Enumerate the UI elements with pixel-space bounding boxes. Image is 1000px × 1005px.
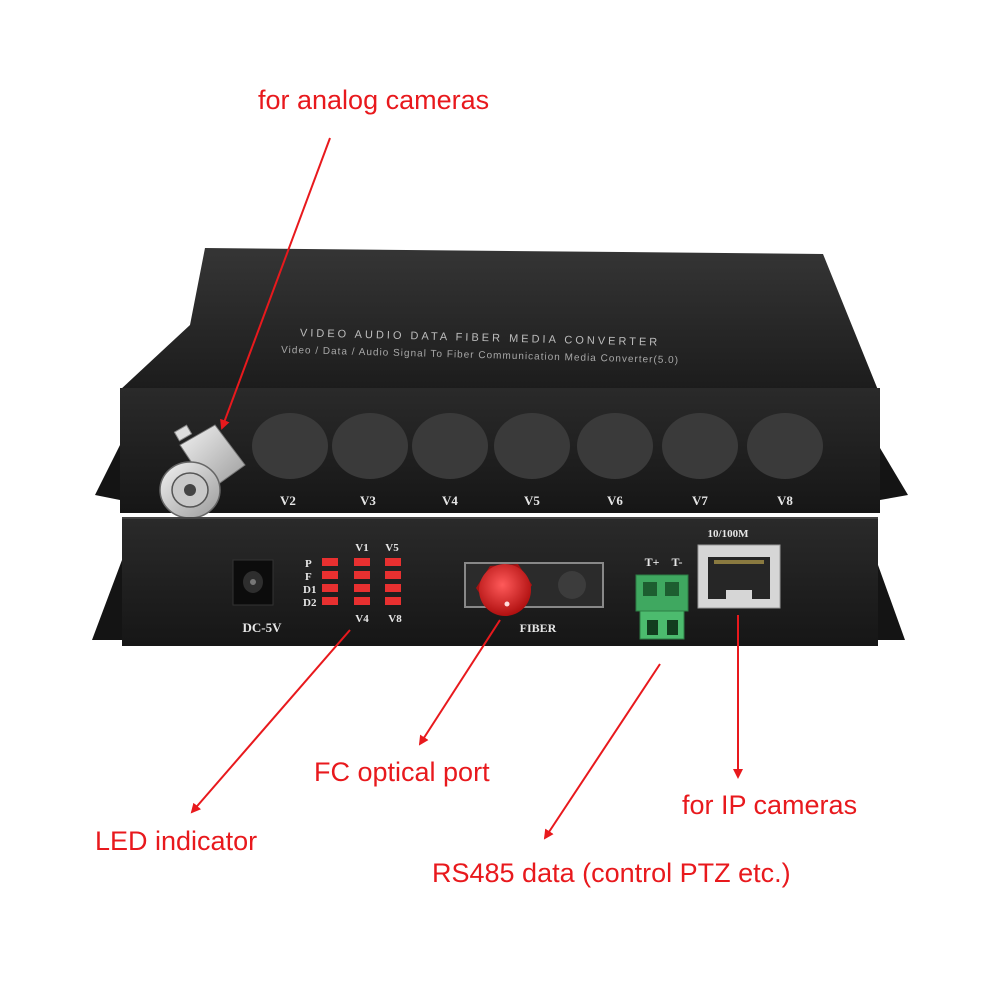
callout-ip-cameras: for IP cameras — [682, 790, 858, 820]
led-row-label: D2 — [303, 597, 317, 609]
lower-left-fin — [92, 560, 122, 640]
rs485-plus-label: T+ — [645, 555, 660, 569]
video-port-label: V8 — [777, 493, 793, 508]
led-array — [322, 558, 401, 605]
callout-analog-cameras: for analog cameras — [258, 85, 490, 115]
upper-left-fin — [95, 445, 120, 500]
video-port-label: V2 — [280, 493, 296, 508]
ethernet-label: 10/100M — [708, 528, 750, 540]
video-port-label: V3 — [360, 493, 376, 508]
dc-power-jack — [232, 559, 274, 606]
rj45-port — [697, 544, 781, 609]
rs485-minus-label: T- — [672, 555, 683, 569]
callout-led-indicator: LED indicator — [95, 826, 258, 856]
led-col1-bottom-label: V4 — [355, 613, 369, 625]
led-row-label: P — [305, 558, 312, 570]
arrow-fc-optical-port — [418, 619, 501, 746]
led-row-label: F — [305, 571, 312, 583]
led-row-labels: P F D1 D2 — [303, 558, 317, 609]
arrow-analog-cameras — [220, 137, 331, 430]
led-col2-top-label: V5 — [385, 542, 399, 554]
fiber-port — [464, 562, 604, 616]
fiber-label: FIBER — [520, 621, 557, 635]
lower-right-fin — [878, 565, 905, 640]
video-port-label: V5 — [524, 493, 540, 508]
led-col1-top-label: V1 — [355, 542, 368, 554]
video-port-labels: V2 V3 V4 V5 V6 V7 V8 — [280, 493, 793, 508]
rs485-terminal-block — [635, 574, 689, 640]
led-row-label: D1 — [303, 584, 316, 596]
callout-rs485-data: RS485 data (control PTZ etc.) — [432, 858, 791, 888]
led-col2-bottom-label: V8 — [388, 613, 402, 625]
callout-arrows — [190, 137, 743, 840]
callout-fc-optical-port: FC optical port — [314, 757, 490, 787]
video-port-label: V6 — [607, 493, 623, 508]
arrow-rs485-data — [543, 663, 661, 840]
bnc-connector — [159, 424, 246, 519]
video-port-label: V7 — [692, 493, 708, 508]
power-label: DC-5V — [243, 620, 283, 635]
upper-unit-lid — [120, 248, 878, 390]
video-port-holes — [252, 413, 823, 479]
upper-right-fin — [880, 448, 908, 500]
arrow-led-indicator — [190, 629, 351, 814]
video-port-label: V4 — [442, 493, 458, 508]
